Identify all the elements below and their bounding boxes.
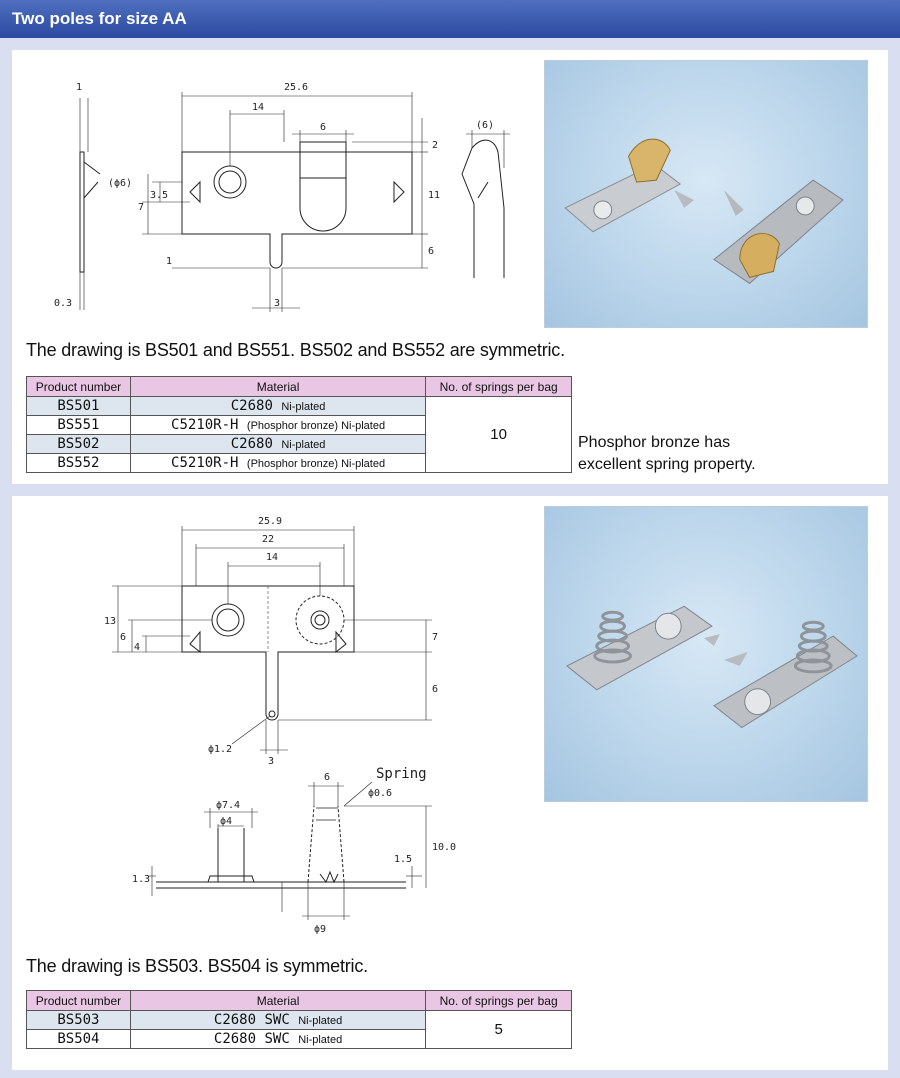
springs-per-bag-cell: 10 (425, 396, 572, 473)
dim-label: ϕ0.6 (368, 788, 392, 799)
dim-label: 4 (134, 642, 140, 653)
col-header-material: Material (129, 376, 427, 397)
dim-label: 14 (266, 552, 278, 563)
technical-drawing-bs501: 1 25.6 14 6 2 (ϕ6) 7 3.5 11 6 1 0.3 3 (6… (54, 82, 510, 312)
battery-contact-spring-photo (566, 605, 858, 729)
dim-label: ϕ4 (220, 816, 232, 827)
material-code: C2680 SWC (213, 1031, 290, 1047)
material-code: C5210R-H (171, 417, 239, 433)
material-code: C2680 (230, 398, 273, 414)
dim-label: (ϕ6) (108, 178, 132, 189)
dim-label: 6 (432, 684, 438, 695)
material-cell: C5210R-H (Phosphor bronze) Ni-plated (129, 453, 427, 473)
dim-label: 6 (320, 122, 326, 133)
spec-table-bs503: Product number Material No. of springs p… (26, 990, 572, 1049)
dim-label: ϕ7.4 (216, 800, 240, 811)
dim-label: 22 (262, 534, 274, 545)
material-cell: C2680 Ni-plated (129, 434, 427, 454)
product-panel-bs501: 1 25.6 14 6 2 (ϕ6) 7 3.5 11 6 1 0.3 3 (6… (12, 50, 888, 484)
spec-table-bs501: Product number Material No. of springs p… (26, 376, 572, 473)
product-panel-bs503: 25.9 22 14 13 6 4 7 6 ϕ1.2 3 6 Spring ϕ0… (12, 496, 888, 1070)
dim-label: 6 (324, 772, 330, 783)
product-number-cell: BS501 (26, 396, 131, 416)
material-detail: (Phosphor bronze) Ni-plated (246, 458, 386, 470)
battery-contact-photo (564, 138, 844, 284)
col-header-material: Material (129, 990, 427, 1011)
product-number-cell: BS551 (26, 415, 131, 435)
product-number-cell: BS502 (26, 434, 131, 454)
col-header-product-number: Product number (26, 990, 131, 1011)
spring-callout: Spring (376, 766, 427, 782)
table-row: BS504 C2680 SWC Ni-plated (26, 1029, 572, 1049)
dim-label: 1 (76, 82, 82, 93)
material-detail: Ni-plated (281, 401, 326, 413)
material-detail: (Phosphor bronze) Ni-plated (246, 420, 386, 432)
dim-label: 3.5 (150, 190, 168, 201)
material-detail: Ni-plated (298, 1015, 343, 1027)
product-number-cell: BS503 (26, 1010, 131, 1030)
drawing-note: The drawing is BS501 and BS551. BS502 an… (26, 340, 565, 360)
dim-label: 3 (268, 756, 274, 767)
dim-label: (6) (476, 120, 494, 131)
table-row: BS501 C2680 Ni-plated 10 (26, 396, 572, 473)
dim-label: ϕ1.2 (208, 744, 232, 755)
col-header-springs-per-bag: No. of springs per bag (425, 376, 572, 397)
product-photo-bs501 (544, 60, 868, 328)
dim-label: 14 (252, 102, 264, 113)
table-row: BS552 C5210R-H (Phosphor bronze) Ni-plat… (26, 453, 572, 473)
dim-label: 10.0 (432, 842, 456, 853)
dim-label: 1 (166, 256, 172, 267)
table-row: BS503 C2680 SWC Ni-plated 5 (26, 1010, 572, 1049)
dim-label: 2 (432, 140, 438, 151)
material-remark-line: Phosphor bronze has (578, 434, 731, 451)
dim-label: 25.9 (258, 516, 282, 527)
dim-label: 25.6 (284, 82, 308, 93)
springs-per-bag-cell: 5 (425, 1010, 572, 1049)
material-code: C2680 (230, 436, 273, 452)
material-cell: C2680 Ni-plated (129, 396, 427, 416)
material-remark-line: excellent spring property. (578, 456, 756, 473)
dim-label: 6 (428, 246, 434, 257)
material-code: C5210R-H (171, 455, 239, 471)
material-detail: Ni-plated (281, 439, 326, 451)
drawing-note: The drawing is BS503. BS504 is symmetric… (26, 956, 368, 976)
dim-label: ϕ9 (314, 924, 326, 935)
dim-label: 1.5 (394, 854, 412, 865)
material-cell: C2680 SWC Ni-plated (129, 1010, 427, 1030)
dim-label: 0.3 (54, 298, 72, 309)
material-cell: C5210R-H (Phosphor bronze) Ni-plated (129, 415, 427, 435)
col-header-springs-per-bag: No. of springs per bag (425, 990, 572, 1011)
section-title: Two poles for size AA (0, 0, 900, 38)
dim-label: 7 (432, 632, 438, 643)
material-cell: C2680 SWC Ni-plated (129, 1029, 427, 1049)
material-code: C2680 SWC (213, 1012, 290, 1028)
col-header-product-number: Product number (26, 376, 131, 397)
product-number-cell: BS552 (26, 453, 131, 473)
product-photo-bs503 (544, 506, 868, 802)
technical-drawing-bs503: 25.9 22 14 13 6 4 7 6 ϕ1.2 3 6 Spring ϕ0… (104, 516, 456, 935)
dim-label: 11 (428, 190, 440, 201)
dim-label: 1.3 (132, 874, 150, 885)
material-detail: Ni-plated (298, 1034, 343, 1046)
product-number-cell: BS504 (26, 1029, 131, 1049)
dim-label: 7 (138, 202, 144, 213)
dim-label: 13 (104, 616, 116, 627)
material-remark: Phosphor bronze has excellent spring pro… (578, 432, 756, 476)
dim-label: 6 (120, 632, 126, 643)
dim-label: 3 (274, 298, 280, 309)
